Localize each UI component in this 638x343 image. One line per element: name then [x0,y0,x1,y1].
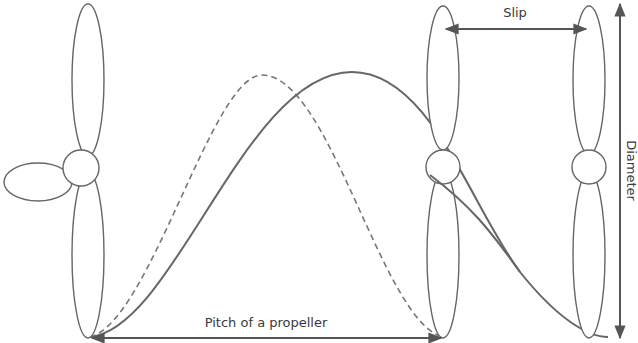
slip-arrow [446,28,586,30]
slip-label: Slip [503,6,527,19]
diameter-label: Diameter [624,140,637,201]
propeller-right [572,6,606,338]
propeller-left [4,4,104,338]
pitch-label: Pitch of a propeller [202,316,331,329]
propeller-middle [426,6,460,338]
dashed-curve [90,75,443,337]
solid-curve-front [430,175,520,272]
pitch-arrow [92,337,441,339]
solid-curve [90,72,608,337]
diameter-arrow [619,4,621,338]
